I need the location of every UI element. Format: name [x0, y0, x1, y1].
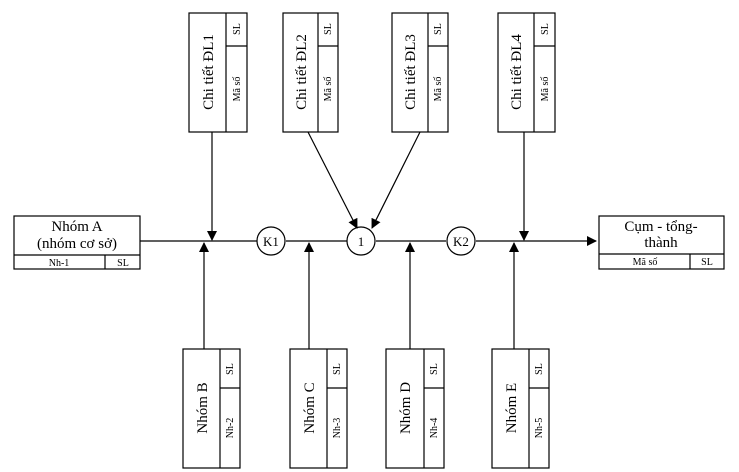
detail-dl4-qty: SL — [540, 23, 551, 35]
group-b-code: Nh-2 — [225, 418, 236, 439]
detail-dl1-code: Mã số — [232, 77, 243, 102]
group-box-b: Nhóm B SL Nh-2 — [182, 348, 241, 469]
group-e-code: Nh-5 — [534, 418, 545, 439]
detail-dl1-qty: SL — [232, 23, 243, 35]
base-group-qty: SL — [117, 258, 129, 269]
detail-box-dl3: Chi tiết ĐL3 SL Mã số — [391, 12, 449, 133]
arrow-dl3 — [371, 131, 421, 229]
output-title-1: Cụm - tổng- — [624, 219, 697, 235]
node-k1: K1 — [256, 226, 286, 256]
group-box-e: Nhóm E SL Nh-5 — [491, 348, 550, 469]
detail-box-dl4: Chi tiết ĐL4 SL Mã số — [497, 12, 556, 133]
node-k2-label: K2 — [453, 234, 469, 249]
output-code: Mã số — [633, 257, 658, 268]
group-b-title: Nhóm B — [195, 382, 211, 433]
detail-dl4-code: Mã số — [540, 77, 551, 102]
node-1-label: 1 — [358, 234, 365, 249]
group-box-d: Nhóm D SL Nh-4 — [385, 348, 445, 469]
node-k1-label: K1 — [263, 234, 279, 249]
base-group-code: Nh-1 — [49, 258, 70, 269]
group-c-title: Nhóm C — [302, 382, 318, 433]
group-c-qty: SL — [332, 363, 343, 375]
base-group-box: Nhóm A (nhóm cơ sở) Nh-1 SL — [13, 215, 141, 270]
group-c-code: Nh-3 — [332, 418, 343, 439]
group-d-qty: SL — [429, 363, 440, 375]
arrow-dl2 — [307, 131, 358, 229]
group-d-title: Nhóm D — [398, 382, 414, 434]
detail-dl2-title: Chi tiết ĐL2 — [294, 34, 310, 110]
detail-box-dl1: Chi tiết ĐL1 SL Mã số — [188, 12, 248, 133]
detail-dl3-code: Mã số — [433, 77, 444, 102]
node-k2: K2 — [446, 226, 476, 256]
detail-dl4-title: Chi tiết ĐL4 — [509, 34, 525, 110]
detail-dl3-qty: SL — [433, 23, 444, 35]
detail-dl2-qty: SL — [323, 23, 334, 35]
group-b-qty: SL — [225, 363, 236, 375]
detail-dl2-code: Mã số — [323, 77, 334, 102]
group-e-title: Nhóm E — [504, 383, 520, 433]
base-group-title-2: (nhóm cơ sở) — [37, 236, 117, 252]
detail-box-dl2: Chi tiết ĐL2 SL Mã số — [282, 12, 339, 133]
detail-dl1-title: Chi tiết ĐL1 — [201, 34, 217, 110]
group-e-qty: SL — [534, 363, 545, 375]
base-group-title-1: Nhóm A — [51, 219, 102, 235]
output-assembly-box: Cụm - tổng- thành Mã số SL — [598, 215, 725, 270]
group-box-c: Nhóm C SL Nh-3 — [289, 348, 348, 469]
node-1: 1 — [346, 226, 376, 256]
output-qty: SL — [701, 257, 713, 268]
group-d-code: Nh-4 — [429, 418, 440, 439]
detail-dl3-title: Chi tiết ĐL3 — [403, 34, 419, 110]
output-title-2: thành — [644, 235, 678, 251]
